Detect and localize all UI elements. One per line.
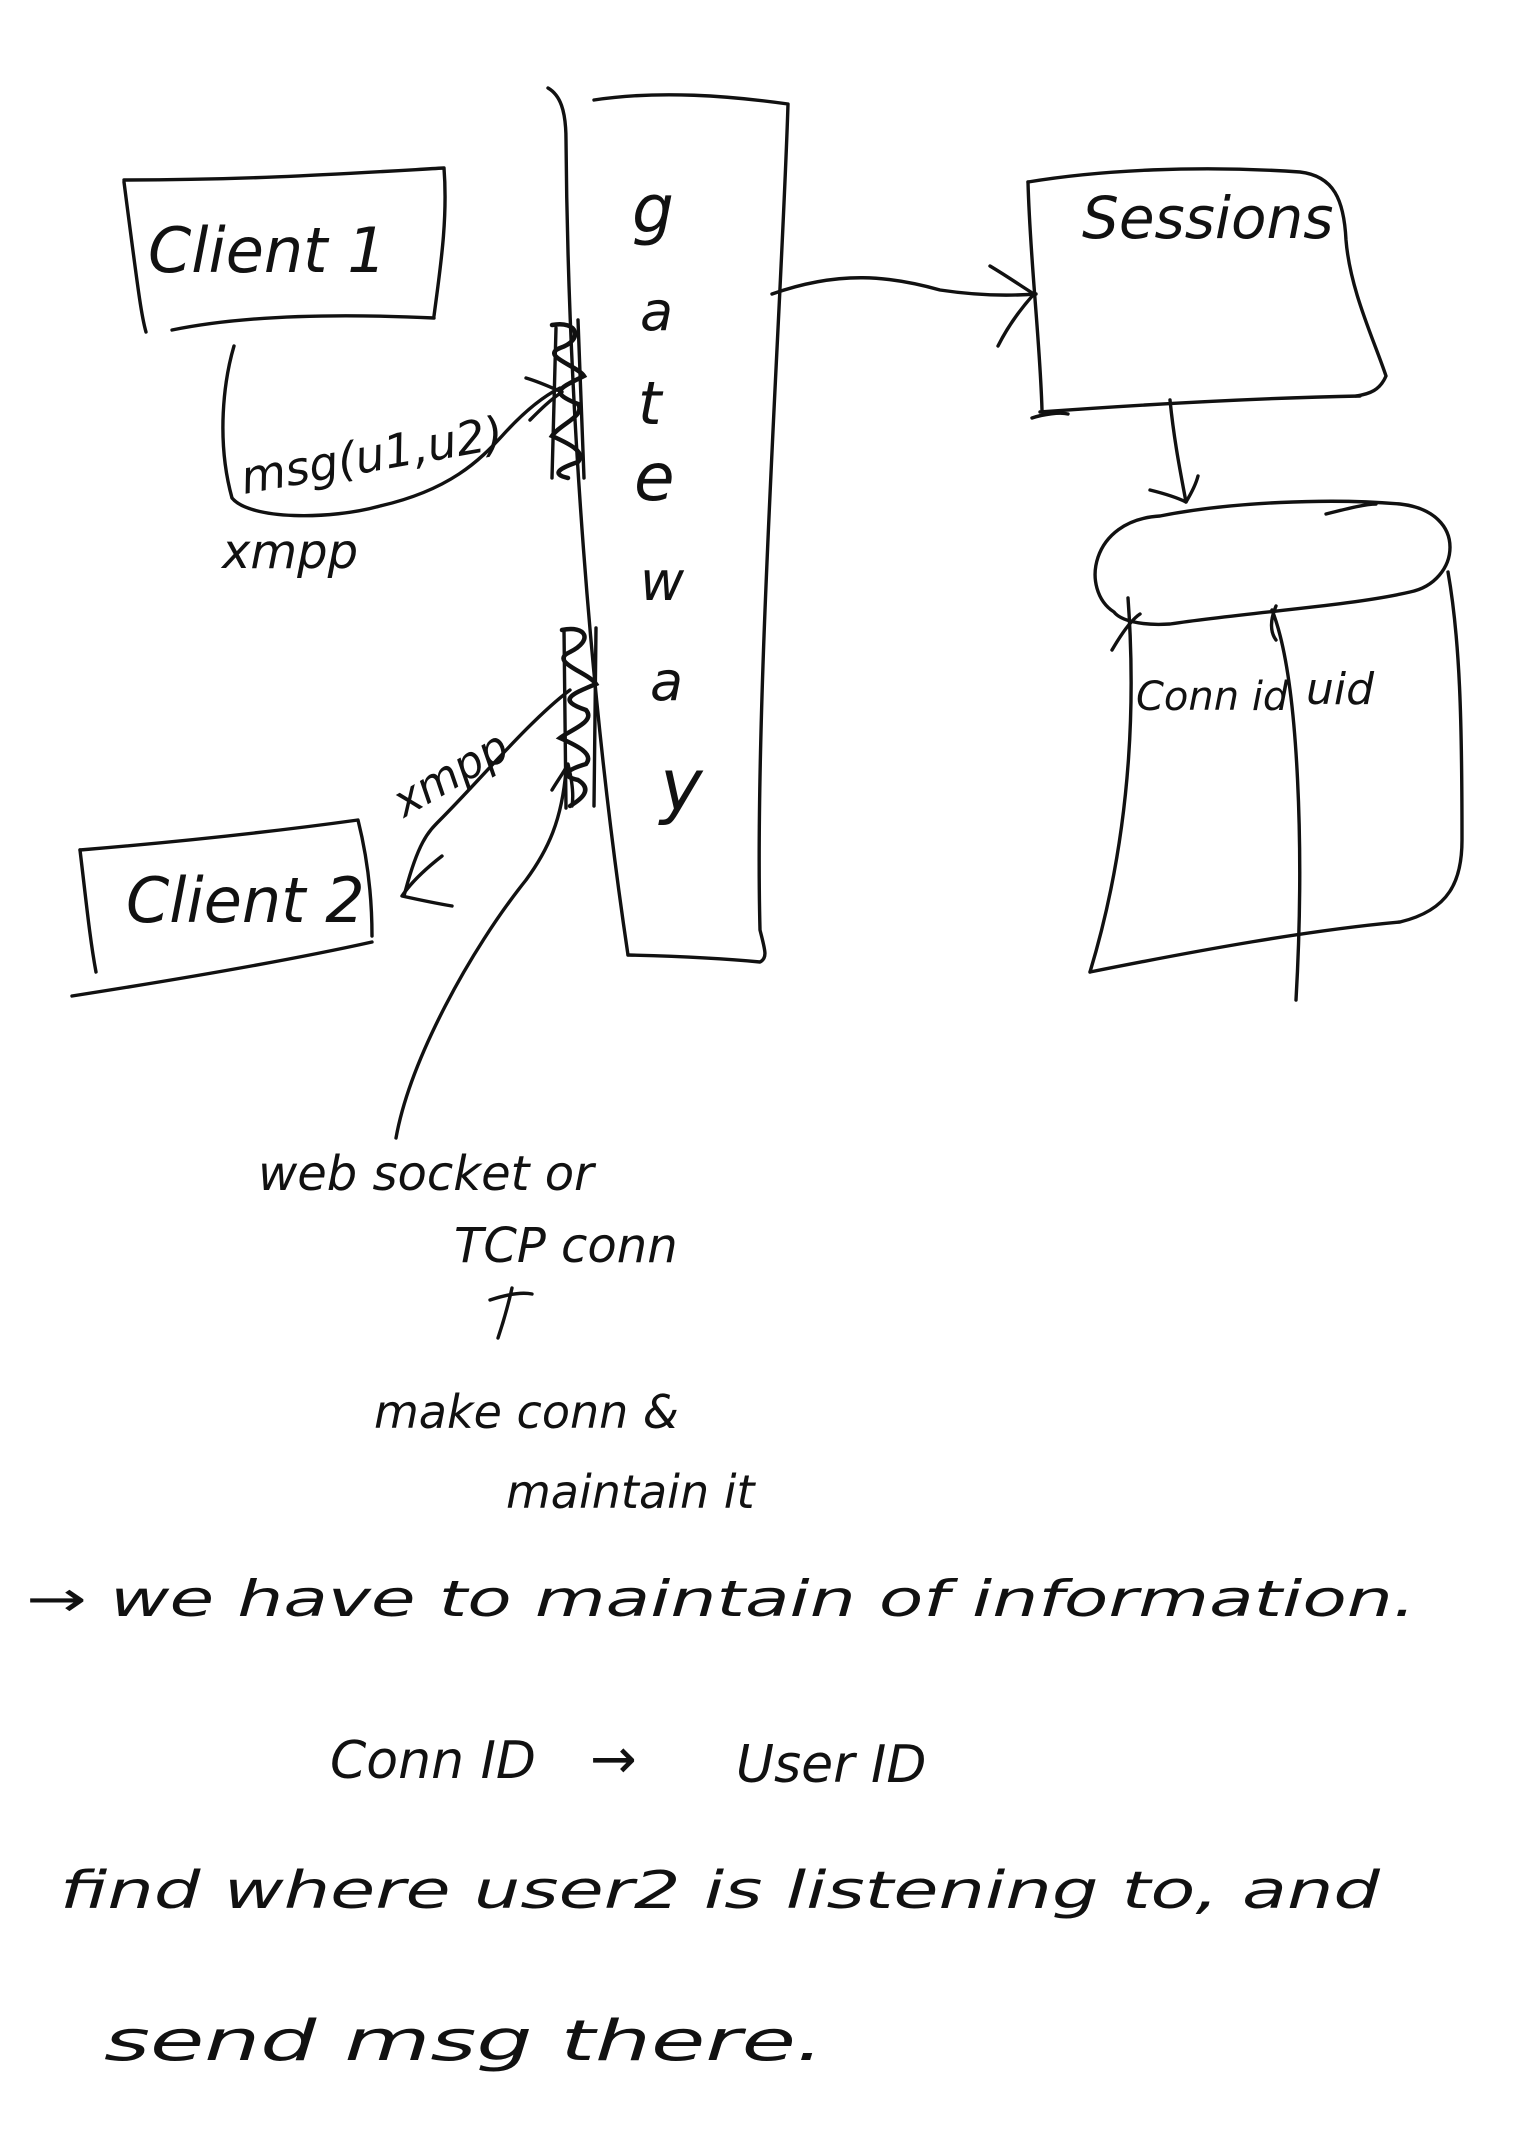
connection-note-pointer (394, 762, 575, 1140)
gateway-port-top (548, 318, 588, 481)
connection-note: web socket or TCP conn make conn & maint… (258, 1146, 756, 1519)
gateway-letter: g (632, 171, 674, 248)
gateway-letter: t (638, 369, 664, 439)
msg-label: msg(u1,u2) (237, 406, 508, 505)
protocol-label-client1: xmpp (220, 524, 358, 580)
sessions-label: Sessions (1082, 184, 1334, 252)
gateway-letter: y (658, 743, 704, 827)
gateway-letter: a (640, 280, 673, 343)
find-note: find where user2 is listening to, and se… (60, 1861, 1381, 2074)
gateway-box (546, 86, 790, 964)
connection-note-line2: TCP conn (454, 1218, 678, 1274)
connection-note-line4: maintain it (506, 1465, 756, 1519)
mapping-arrow: → (590, 1727, 637, 1792)
mapping-left: Conn ID (330, 1731, 536, 1791)
find-note-line2: send msg there. (104, 2009, 824, 2074)
gateway-to-sessions-arrow (770, 264, 1038, 348)
db-column-uid: uid (1306, 664, 1375, 715)
up-arrow-icon (488, 1286, 534, 1340)
mapping-note: Conn ID → User ID (330, 1727, 926, 1795)
gateway-letter: w (640, 550, 685, 613)
info-note: → we have to maintain of information. (26, 1570, 1416, 1628)
gateway-letter: e (634, 439, 675, 516)
client1-label: Client 1 (148, 214, 387, 287)
gateway-to-client2-arrow: xmpp (382, 688, 572, 908)
protocol-label-client2: xmpp (382, 721, 517, 829)
db-column-conn-id: Conn id (1136, 674, 1289, 720)
gateway-letter: a (650, 650, 683, 713)
client1-to-gateway-arrow: msg(u1,u2) xmpp (220, 344, 564, 580)
client2-box: Client 2 (70, 818, 374, 998)
sessions-box: Sessions (1026, 167, 1388, 420)
mapping-right: User ID (736, 1735, 926, 1795)
gateway-label: g a t e w a y (632, 171, 704, 827)
info-note-text: → we have to maintain of information. (26, 1570, 1416, 1628)
find-note-line1: find where user2 is listening to, and (60, 1861, 1381, 1921)
client2-label: Client 2 (126, 864, 365, 937)
connection-note-line1: web socket or (258, 1146, 597, 1202)
sessions-to-db-arrow (1148, 398, 1200, 504)
database-cylinder: Conn id uid (1088, 499, 1464, 1002)
connection-note-line3: make conn & (374, 1385, 679, 1439)
client1-box: Client 1 (122, 166, 447, 334)
